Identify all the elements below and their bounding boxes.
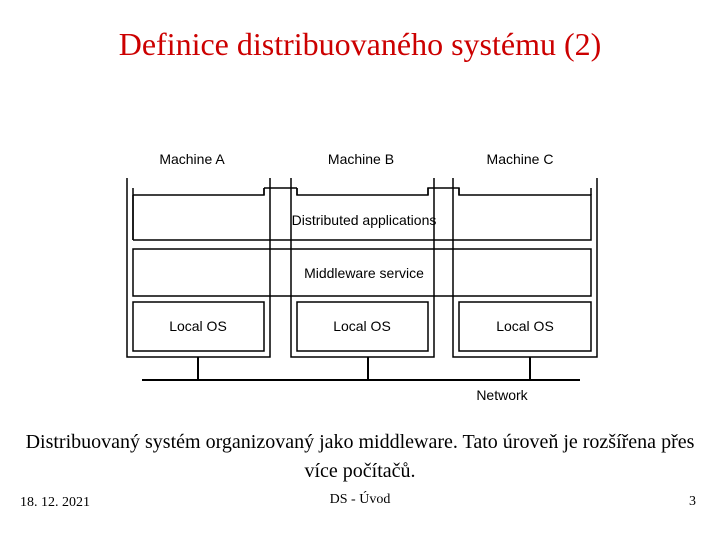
local-os-a-box xyxy=(132,301,265,352)
machine-b-inner xyxy=(296,188,429,195)
machine-a-label: Machine A xyxy=(159,151,225,167)
applications-layer-label: Distributed applications xyxy=(292,212,437,228)
machine-c-outline xyxy=(452,178,598,358)
middleware-layer-box xyxy=(132,248,592,297)
local-os-c-label: Local OS xyxy=(496,318,554,334)
slide-caption: Distribuovaný systém organizovaný jako m… xyxy=(25,431,695,482)
footer-course-label: DS - Úvod xyxy=(329,492,391,507)
machine-c-label: Machine C xyxy=(487,151,554,167)
applications-layer-box xyxy=(132,187,592,241)
local-os-b-box xyxy=(296,301,429,352)
footer-date: 18. 12. 2021 xyxy=(20,495,90,510)
slide-title: Definice distribuovaného systému (2) xyxy=(118,26,602,62)
machine-b-label: Machine B xyxy=(328,151,394,167)
page-number: 3 xyxy=(689,494,696,509)
local-os-a-label: Local OS xyxy=(169,318,227,334)
machine-c-inner xyxy=(458,188,592,195)
machine-b-outline xyxy=(290,178,435,358)
local-os-c-box xyxy=(458,301,592,352)
machine-a-inner xyxy=(132,188,265,240)
local-os-b-label: Local OS xyxy=(333,318,391,334)
middleware-layer-label: Middleware service xyxy=(304,265,424,281)
network-label: Network xyxy=(476,387,528,403)
